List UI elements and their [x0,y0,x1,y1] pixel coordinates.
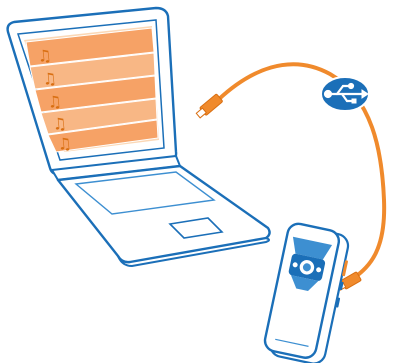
music-note-icon: ♫ [36,46,52,66]
laptop: ♫ ♫ ♫ ♫ ♫ [8,8,270,266]
music-note-icon: ♫ [41,69,57,89]
music-note-icon: ♫ [51,114,67,134]
usb-connector-laptop [195,94,223,120]
usb-badge [321,77,369,111]
mobile-phone [262,222,353,363]
music-note-icon: ♫ [46,92,62,112]
music-note-icon: ♫ [56,134,72,154]
